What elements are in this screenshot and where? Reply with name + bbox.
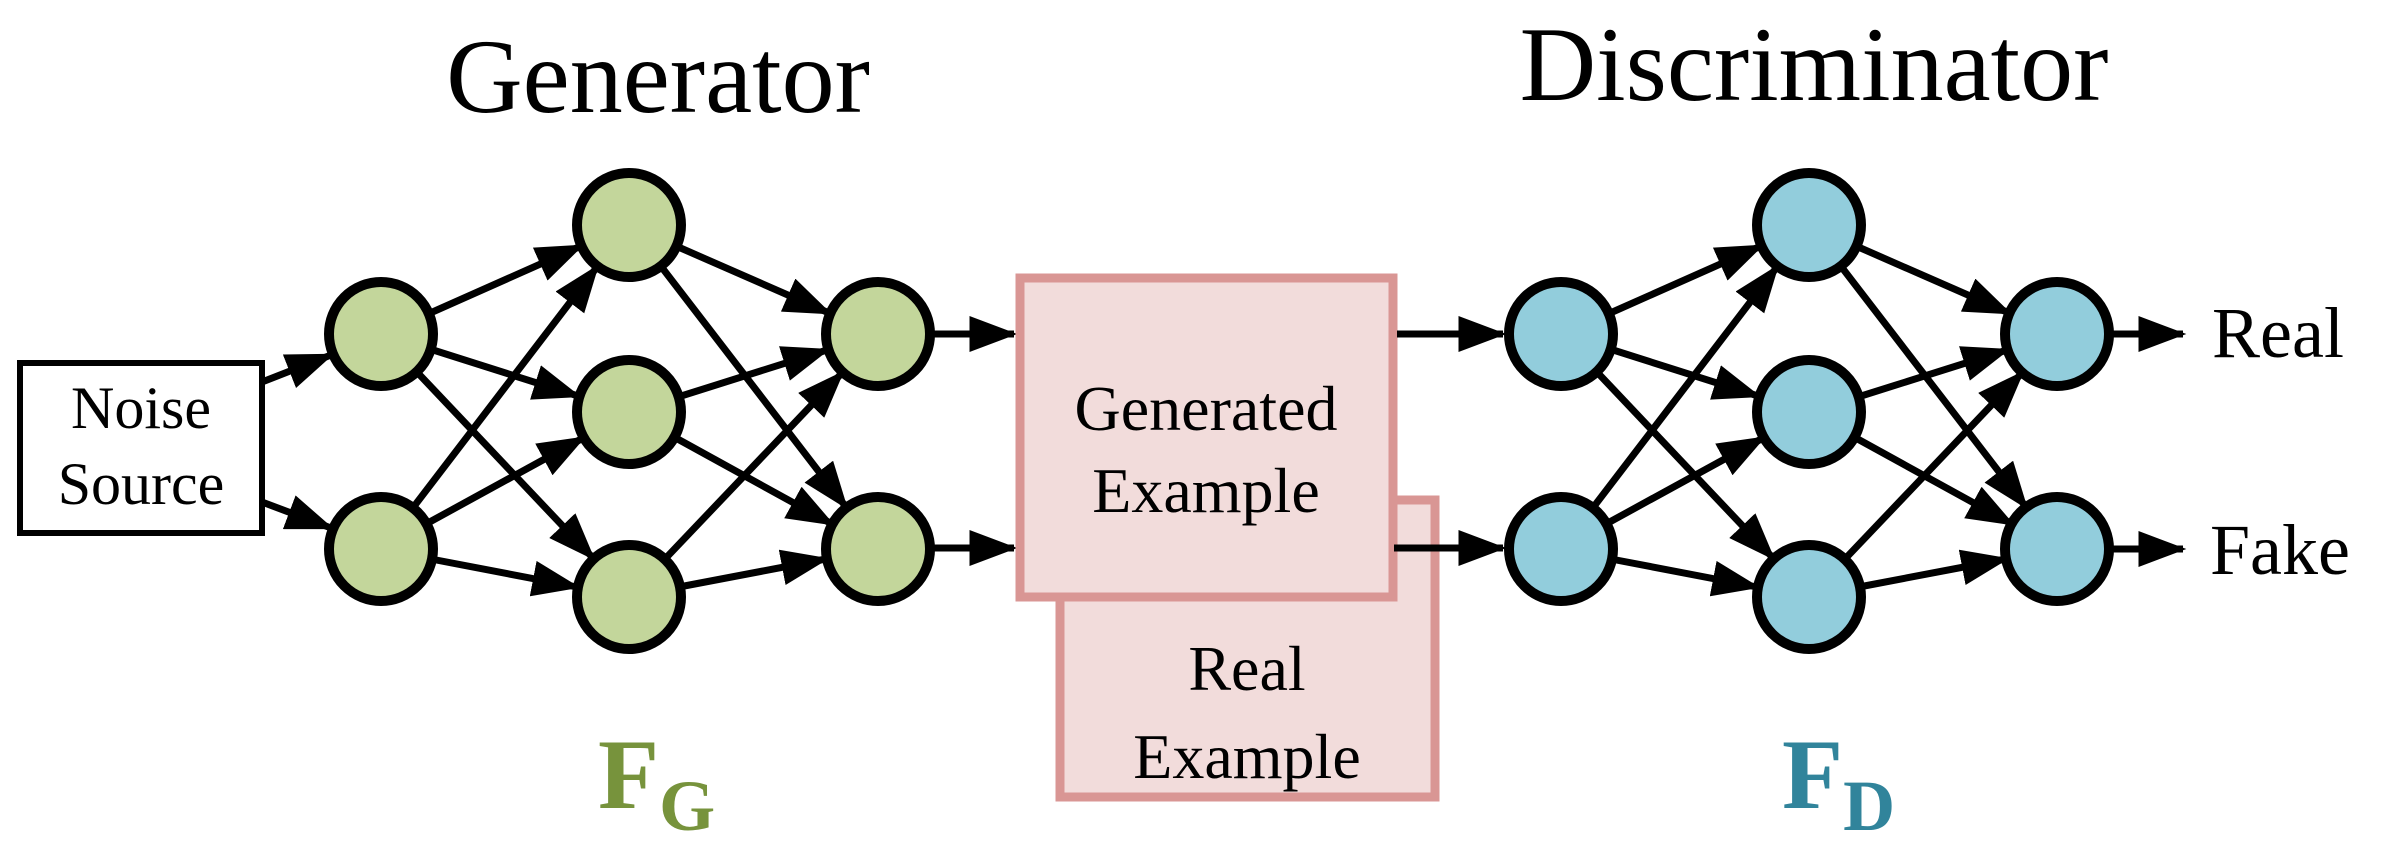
discriminator-input-node [1504,277,1618,391]
edge-arrow [657,262,849,510]
fake-output-label: Fake [2210,510,2350,590]
edge-arrow [1610,555,1761,597]
arrow [260,495,335,532]
edge-arrow [413,368,596,561]
arrow [260,351,335,389]
edge-arrow [661,370,845,563]
edge-arrow [1841,370,2025,563]
generator-output-node [821,492,935,606]
noise-source-line2: Source [58,451,225,517]
discriminator-outputs: Real Fake [2113,293,2350,590]
discriminator-input-node [1504,492,1618,606]
generator-hidden-node [572,355,686,469]
real-example-line2: Example [1133,721,1360,792]
generated-example-rect [1015,273,1398,602]
function-labels: FG FD [598,719,1895,846]
noise-source-rect [17,360,265,536]
edge-arrow [428,345,582,400]
generator-input-node [324,492,438,606]
edge-arrow [1593,368,1776,561]
noise-source-box: Noise Source [17,360,265,536]
edge-arrow [430,555,581,597]
generator-function-label: FG [598,719,715,846]
generated-example-box: Generated Example [1015,273,1398,602]
edge-arrow [409,264,600,512]
edge-arrow [678,549,830,591]
real-output-label: Real [2212,293,2344,373]
edge-arrow [1606,242,1765,318]
discriminator-output-node [2000,277,2114,391]
discriminator-hidden-node [1752,540,1866,654]
generator-edges [409,242,849,597]
box-to-discriminator-arrows [1394,316,1507,566]
generator-hidden-node [572,540,686,654]
discriminator-title: Discriminator [1520,6,2109,123]
edge-arrow [1858,549,2010,591]
edge-arrow [674,242,833,317]
generator-title: Generator [446,18,870,135]
edge-arrow [1837,262,2029,510]
discriminator-hidden-node [1752,168,1866,282]
edge-arrow [1608,345,1762,400]
real-example-line1: Real [1188,633,1305,704]
noise-input-arrows [260,351,335,532]
edge-arrow [426,242,585,318]
edge-arrow [1589,264,1780,512]
generator-hidden-node [572,168,686,282]
generated-example-line1: Generated [1075,373,1338,444]
edge-arrow [424,434,586,528]
noise-source-line1: Noise [71,375,211,441]
edge-arrow [1852,433,2015,528]
edge-arrow [1604,434,1766,528]
generator-input-node [324,277,438,391]
discriminator-nodes [1504,168,2114,654]
generator-output-node [821,277,935,391]
discriminator-hidden-node [1752,355,1866,469]
generator-to-box-arrows [934,316,1018,566]
edge-arrow [676,346,831,401]
edge-arrow [672,433,835,528]
discriminator-function-label: FD [1782,719,1895,846]
generator-nodes [324,168,935,654]
generated-example-line2: Example [1092,455,1319,526]
edge-arrow [1854,242,2013,317]
edge-arrow [1856,346,2011,401]
discriminator-edges [1589,242,2029,597]
discriminator-output-node [2000,492,2114,606]
